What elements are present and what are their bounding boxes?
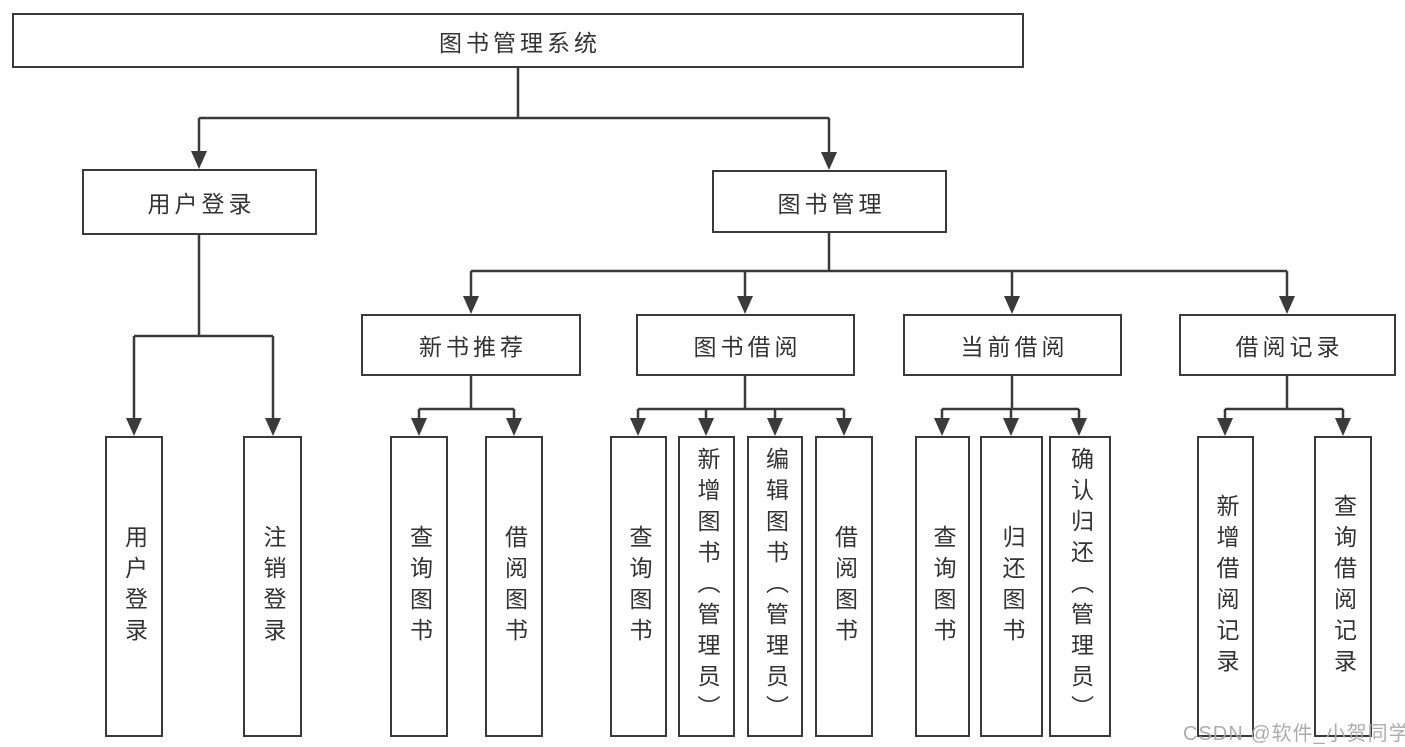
- leaf-query-books-recommend: 查询图书: [390, 436, 448, 737]
- connector-borrowing-records: [1223, 376, 1345, 420]
- connector-user-login: [132, 235, 275, 420]
- node-label: 借阅记录: [1235, 334, 1344, 360]
- leaf-logout: 注销登录: [243, 436, 302, 737]
- leaf-return-books: 归还图书: [980, 436, 1043, 737]
- connector-new-book-recommend: [417, 376, 516, 420]
- leaf-label: 编辑图书（管理员）: [762, 447, 789, 726]
- leaf-label: 查询图书: [406, 524, 433, 649]
- node-book-management: 图书管理: [712, 170, 947, 233]
- leaf-add-borrow-record: 新增借阅记录: [1197, 436, 1254, 737]
- leaf-label: 查询图书: [626, 524, 652, 649]
- node-label: 图书管理系统: [439, 29, 601, 56]
- leaf-label: 新增借阅记录: [1213, 493, 1239, 680]
- leaf-borrow-books-borrowing: 借阅图书: [815, 436, 873, 737]
- node-label: 图书管理: [777, 190, 886, 217]
- connector-root: [197, 68, 831, 154]
- connector-current-borrowing: [940, 376, 1081, 420]
- leaf-label: 注销登录: [260, 524, 286, 649]
- leaf-label: 归还图书: [999, 524, 1025, 649]
- csdn-watermark: CSDN @软件_小贺同学: [1183, 723, 1405, 745]
- node-label: 新书推荐: [419, 334, 527, 360]
- leaf-query-books-current: 查询图书: [915, 436, 970, 737]
- leaf-label: 借阅图书: [831, 524, 858, 649]
- leaf-label: 借阅图书: [501, 524, 528, 649]
- node-library-management-system: 图书管理系统: [12, 13, 1024, 68]
- arrowheads: [126, 151, 1351, 436]
- leaf-confirm-return-admin: 确认归还（管理员）: [1049, 436, 1111, 737]
- node-borrowing-records: 借阅记录: [1179, 314, 1396, 376]
- node-book-borrowing: 图书借阅: [636, 314, 855, 376]
- node-label: 用户登录: [147, 191, 256, 217]
- leaf-edit-book-admin: 编辑图书（管理员）: [747, 436, 803, 737]
- node-user-login: 用户登录: [82, 169, 317, 235]
- node-new-book-recommend: 新书推荐: [361, 314, 581, 376]
- node-label: 图书借阅: [693, 334, 802, 360]
- leaf-query-books-borrowing: 查询图书: [610, 436, 667, 737]
- leaf-label: 新增图书（管理员）: [694, 447, 720, 726]
- leaf-label: 用户登录: [121, 524, 148, 649]
- leaf-user-login: 用户登录: [105, 436, 163, 737]
- node-current-borrowing: 当前借阅: [903, 314, 1122, 376]
- leaf-label: 确认归还（管理员）: [1067, 447, 1094, 726]
- leaf-borrow-books-recommend: 借阅图书: [485, 436, 543, 737]
- leaf-add-book-admin: 新增图书（管理员）: [678, 436, 735, 737]
- connector-book-management: [469, 233, 1289, 298]
- leaf-label: 查询借阅记录: [1330, 493, 1357, 680]
- connector-book-borrowing: [636, 376, 846, 420]
- node-label: 当前借阅: [960, 334, 1069, 360]
- leaf-label: 查询图书: [930, 524, 956, 649]
- leaf-query-borrow-record: 查询借阅记录: [1314, 436, 1372, 737]
